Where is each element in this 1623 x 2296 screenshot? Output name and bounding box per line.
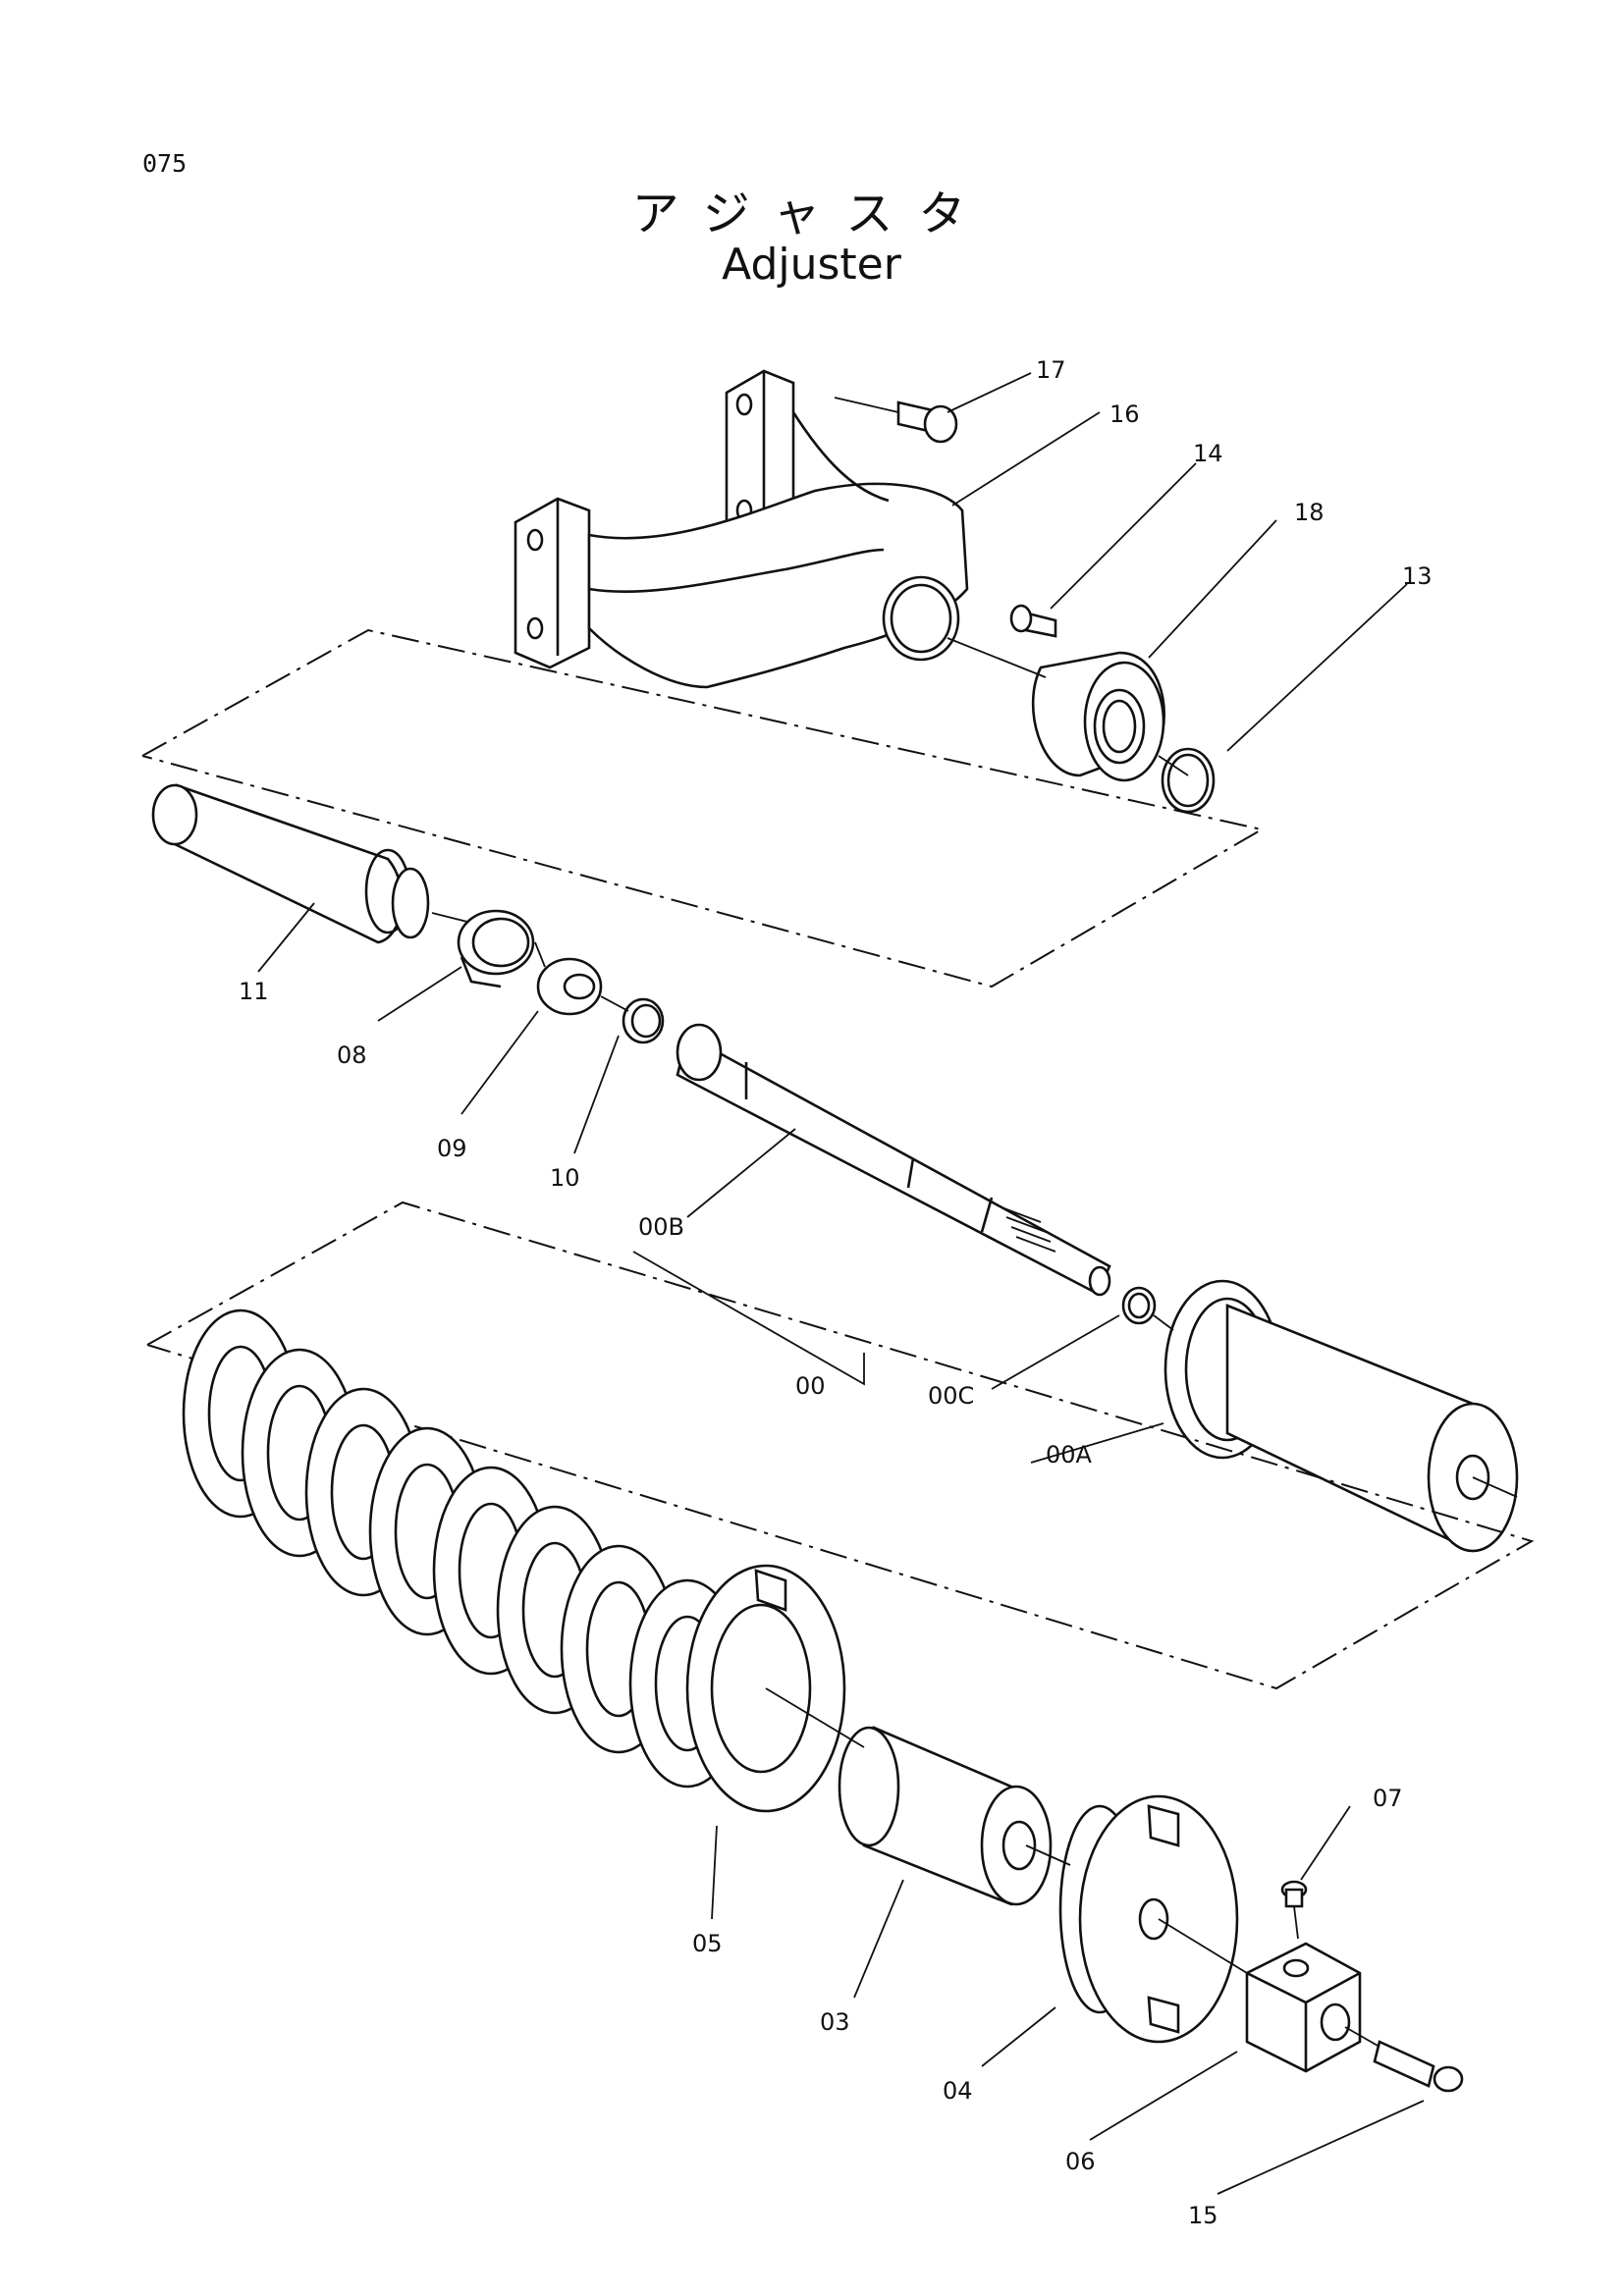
callout-13: 13 (1402, 562, 1433, 590)
cylinder-part-11 (151, 783, 472, 944)
bracket-part-16 (514, 369, 969, 689)
page-number: 075 (142, 149, 188, 178)
callout-labels: 17 16 14 18 13 11 08 09 10 00B 00 00C 00… (239, 356, 1433, 2229)
callout-09: 09 (437, 1135, 467, 1162)
callout-07: 07 (1373, 1785, 1403, 1812)
callout-16: 16 (1109, 400, 1140, 428)
callout-17: 17 (1036, 356, 1066, 384)
plug-part-07 (1280, 1880, 1308, 1908)
callout-03: 03 (820, 2008, 850, 2036)
cylinder-part-00A (1163, 1279, 1519, 1553)
bolt-part-17 (834, 397, 958, 444)
flange-part-18 (1031, 651, 1166, 782)
callout-06: 06 (1065, 2148, 1096, 2175)
snap-ring-part-13 (1161, 747, 1216, 814)
spring-part-05 (182, 1308, 846, 1813)
title-japanese: アジャスタ (631, 187, 992, 241)
callout-08: 08 (337, 1041, 367, 1069)
callout-15: 15 (1188, 2202, 1218, 2229)
callout-14: 14 (1193, 440, 1223, 467)
rod-part-00B (676, 1023, 1111, 1297)
ring-part-08 (457, 909, 535, 988)
callout-05: 05 (692, 1930, 723, 1957)
callout-00: 00 (795, 1372, 826, 1400)
nut-part-06 (1245, 1942, 1362, 2073)
oring-part-00C (1121, 1286, 1157, 1325)
assembly-boundary-lower (146, 1201, 1535, 1690)
callout-00C: 00C (928, 1382, 974, 1410)
callout-18: 18 (1294, 499, 1325, 526)
spacer-part-03 (838, 1726, 1053, 1906)
callout-00A: 00A (1046, 1441, 1093, 1468)
callout-11: 11 (239, 978, 269, 1005)
callout-04: 04 (943, 2077, 973, 2105)
snap-ring-part-10 (622, 997, 665, 1044)
callout-00B: 00B (638, 1213, 684, 1241)
leader-lines (257, 372, 1425, 2195)
packing-part-09 (536, 957, 603, 1016)
grease-fitting-part-15 (1373, 2040, 1464, 2093)
bolt-part-14 (1009, 604, 1057, 638)
connection-lines (534, 637, 1518, 2048)
callout-10: 10 (550, 1164, 580, 1192)
title-english: Adjuster (722, 240, 901, 290)
holder-part-04 (1058, 1794, 1239, 2044)
assembly-boundary-upper (141, 628, 1265, 988)
